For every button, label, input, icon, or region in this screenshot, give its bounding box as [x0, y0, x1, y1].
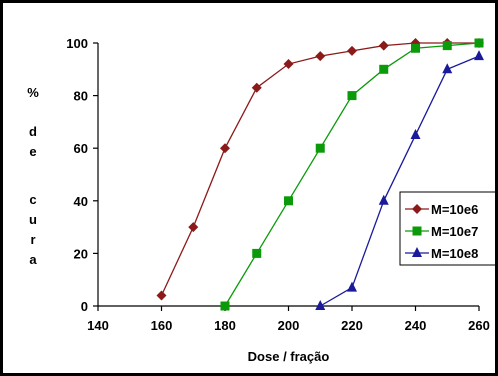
y-tick-label: 100 [66, 36, 88, 51]
y-axis-title-letter: e [29, 144, 36, 159]
data-point-square [412, 226, 422, 236]
series-M=10e7 [220, 38, 484, 311]
y-tick-label: 80 [74, 89, 88, 104]
y-tick-label: 0 [81, 299, 88, 314]
data-point-square [411, 43, 420, 53]
data-point-triangle [347, 281, 357, 292]
data-point-diamond [283, 59, 294, 70]
data-point-triangle [412, 247, 422, 257]
y-tick-label: 20 [74, 246, 88, 261]
data-point-triangle [442, 63, 453, 74]
series-M=10e8 [315, 50, 484, 310]
axes [93, 42, 480, 311]
data-point-square [315, 143, 325, 153]
data-point-triangle [410, 129, 421, 140]
data-point-square [442, 41, 452, 51]
data-point-square [284, 196, 293, 206]
y-tick-label: 60 [74, 141, 88, 156]
x-tick-label: 200 [278, 318, 300, 333]
x-tick-label: 140 [87, 318, 109, 333]
x-tick-label: 240 [405, 318, 427, 333]
data-point-diamond [378, 40, 389, 51]
data-point-diamond [315, 51, 326, 62]
data-point-triangle [378, 194, 389, 205]
series-layer [156, 38, 484, 311]
data-point-square [474, 38, 484, 48]
y-axis-title-letter: d [29, 124, 37, 139]
legend-label: M=10e8 [431, 246, 478, 261]
y-axis-title-letter: % [27, 85, 39, 100]
x-axis-title: Dose / fração [248, 349, 330, 364]
data-point-square [379, 64, 389, 74]
legend-label: M=10e6 [431, 202, 478, 217]
data-point-square [252, 248, 262, 258]
data-point-diamond [412, 204, 422, 214]
y-axis-title-letter: a [29, 252, 37, 267]
y-tick-label: 40 [74, 194, 88, 209]
x-tick-label: 220 [341, 318, 363, 333]
data-point-triangle [315, 300, 326, 310]
data-point-square [220, 301, 230, 311]
data-point-diamond [251, 82, 262, 93]
y-axis-title-letter: c [29, 192, 36, 207]
y-axis-title-letter: r [30, 232, 35, 247]
data-point-square [347, 91, 357, 101]
legend-label: M=10e7 [431, 224, 478, 239]
x-tick-label: 180 [214, 318, 236, 333]
data-point-diamond [220, 143, 230, 154]
tick-labels: 0 20 40 60 80 100 140 160 180 200 220 240 260 [66, 36, 490, 333]
y-axis-title-letter: u [29, 212, 37, 227]
data-point-triangle [474, 50, 484, 61]
x-tick-label: 160 [151, 318, 173, 333]
data-point-diamond [188, 222, 199, 233]
data-point-diamond [156, 290, 167, 301]
data-point-diamond [347, 45, 357, 56]
x-tick-label: 260 [468, 318, 490, 333]
series-line [319, 55, 480, 307]
